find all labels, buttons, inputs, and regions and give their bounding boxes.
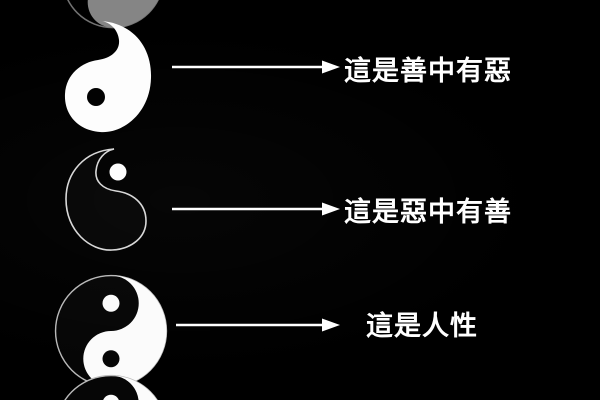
caption-row-3: 這是人性 [366,311,478,342]
arrow-right-icon-row-2 [172,202,340,226]
partial-taijitu-cropped-top [58,0,248,32]
caption-row-1: 這是善中有惡 [344,56,512,87]
symbol-row-3 [52,272,242,390]
yin-half-black-outline-with-white-dot [65,148,147,251]
caption-row-2: 這是惡中有善 [344,197,512,228]
arrow-right-icon-row-1 [172,60,340,84]
symbol-row-1 [62,18,252,136]
partial-taijitu-cropped-bottom [52,372,242,400]
full-taijitu [54,274,168,388]
arrow-right-icon-row-3 [176,318,340,342]
yang-half-white-with-black-dot [64,21,152,133]
symbol-row-2 [62,145,252,257]
